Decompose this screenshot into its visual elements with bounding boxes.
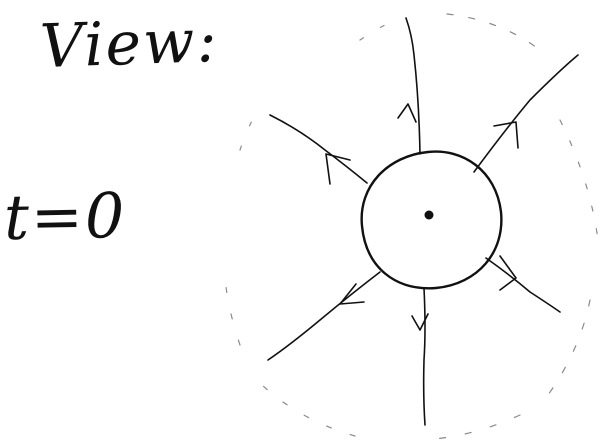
outer-dashed-circle (225, 14, 598, 440)
arrowhead-upper-left (326, 154, 350, 184)
ray-upper-left (270, 115, 367, 184)
ray-down (412, 288, 428, 425)
ray-lower-left (268, 272, 380, 360)
center-dot (425, 211, 434, 220)
central-circle (362, 152, 502, 289)
arrowhead-upper-right (494, 122, 518, 148)
ray-lower-right (486, 256, 560, 312)
arrowhead-lower-right (500, 256, 516, 290)
ray-up (398, 18, 420, 154)
arrowhead-up (398, 104, 416, 122)
ray-upper-right (474, 55, 578, 172)
